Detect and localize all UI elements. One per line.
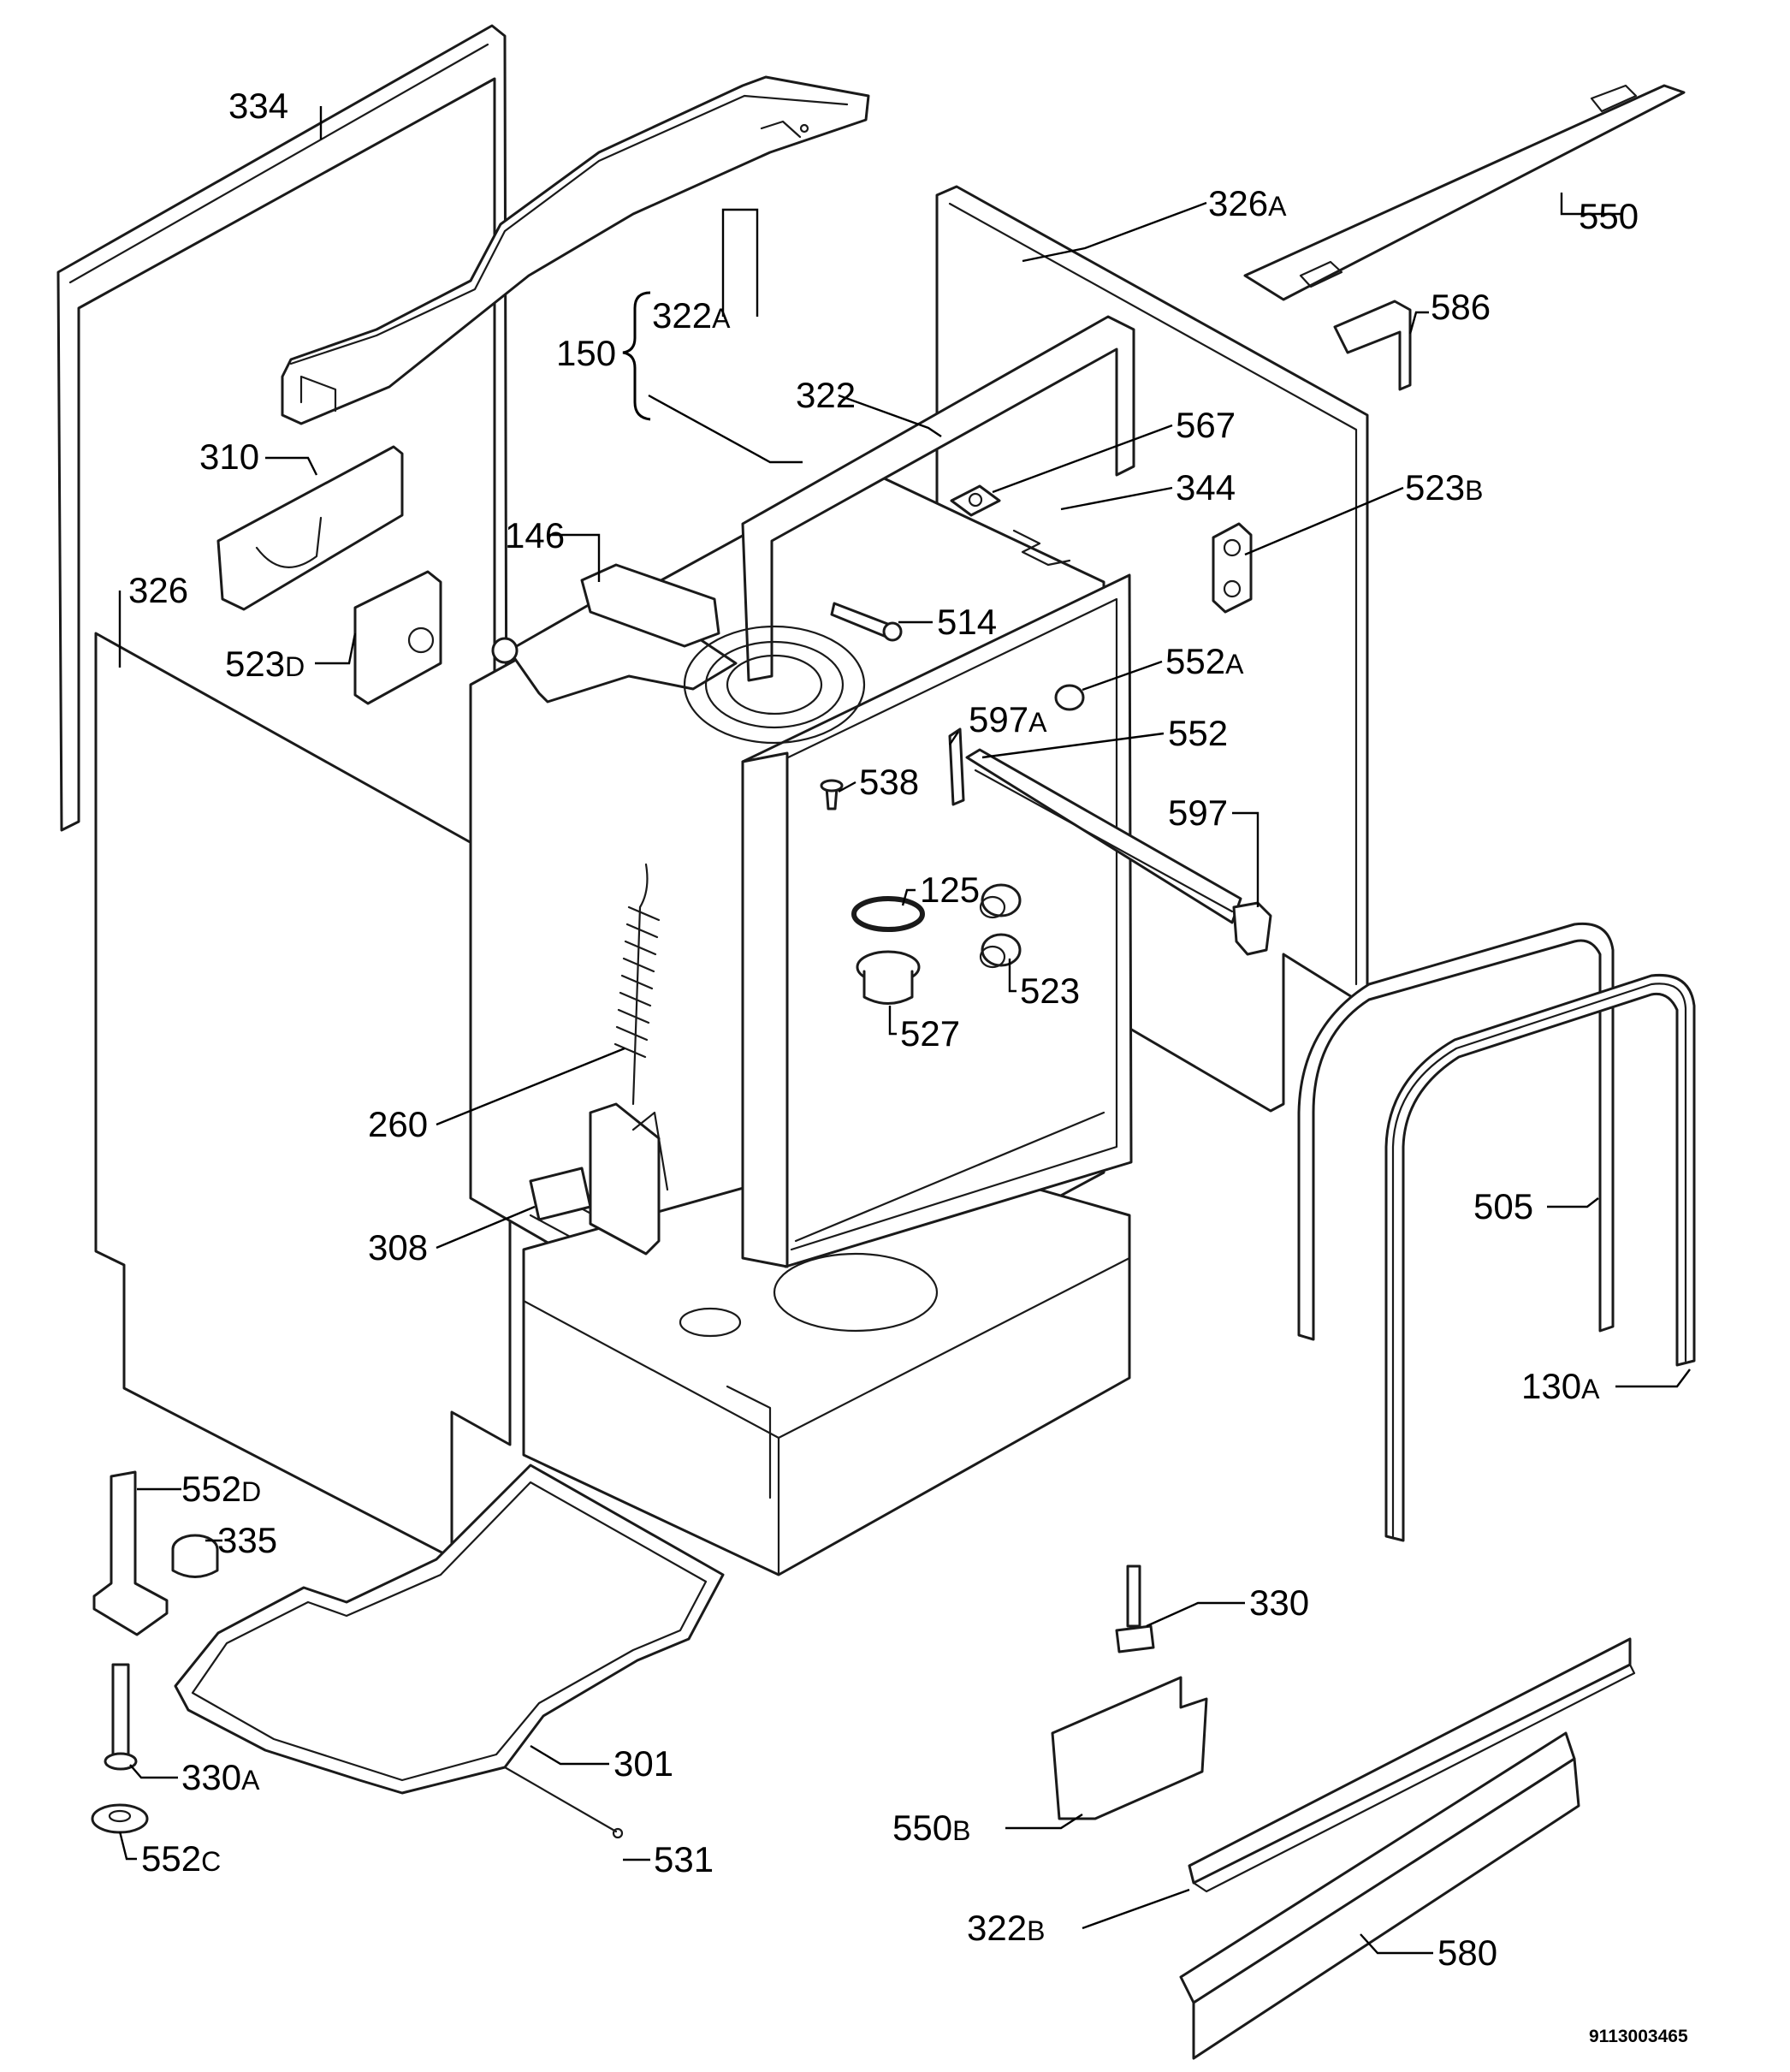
label-150: 150 xyxy=(556,333,616,373)
label-550b: 550B xyxy=(892,1808,970,1848)
part-146-coil xyxy=(491,563,866,745)
part-505-gasket xyxy=(1297,922,1615,1341)
part-538-screw xyxy=(820,779,844,810)
part-567-clip xyxy=(950,484,1001,517)
part-330a-screw xyxy=(104,1663,138,1771)
part-514-screw xyxy=(830,602,903,642)
part-550b-bracket xyxy=(1051,1676,1208,1820)
label-552a: 552A xyxy=(1165,641,1244,681)
part-335-gear xyxy=(171,1534,219,1578)
part-labels: 334 322A 150 310 326 523D 146 322 326A 5… xyxy=(128,86,1639,1973)
part-586-bracket xyxy=(1333,300,1412,391)
label-531: 531 xyxy=(654,1839,714,1879)
label-552: 552 xyxy=(1168,713,1228,753)
leader-lines xyxy=(118,106,1691,1955)
part-334-side-frame xyxy=(56,24,508,832)
part-260-spring xyxy=(613,863,661,1106)
label-322: 322 xyxy=(796,375,856,415)
label-552d: 552D xyxy=(181,1469,261,1509)
part-301-tray xyxy=(174,1463,725,1795)
label-523d: 523D xyxy=(225,644,305,684)
label-523: 523 xyxy=(1020,971,1080,1011)
part-344-spring-clip xyxy=(1012,529,1071,567)
label-335: 335 xyxy=(217,1520,277,1560)
part-322a-top-rail xyxy=(281,75,870,425)
label-125: 125 xyxy=(920,870,980,910)
part-308-hinge xyxy=(529,1102,669,1256)
part-326-left-panel xyxy=(94,632,512,1559)
part-125-o-ring xyxy=(851,896,925,932)
label-550: 550 xyxy=(1579,196,1639,236)
part-550-top-bar xyxy=(1243,84,1686,301)
label-580: 580 xyxy=(1437,1932,1497,1973)
drawing-number: 9113003465 xyxy=(1589,2027,1688,2046)
part-597a-pin xyxy=(948,727,965,806)
label-130a: 130A xyxy=(1521,1366,1600,1406)
label-260: 260 xyxy=(368,1104,428,1144)
part-322-u-frame xyxy=(741,315,1135,682)
label-597: 597 xyxy=(1168,793,1228,833)
label-597a: 597A xyxy=(969,699,1047,739)
label-322a: 322A xyxy=(652,295,731,335)
part-552-rail xyxy=(965,748,1242,924)
part-310-cover xyxy=(216,445,404,611)
part-527-nut xyxy=(856,950,921,1005)
label-330: 330 xyxy=(1249,1582,1309,1623)
part-552d-foot xyxy=(92,1470,169,1636)
label-326: 326 xyxy=(128,570,188,610)
part-523b-seal xyxy=(1212,522,1253,614)
part-523-nozzles xyxy=(979,883,1022,969)
label-514: 514 xyxy=(937,602,997,642)
label-344: 344 xyxy=(1176,467,1236,508)
part-322b-rail xyxy=(1188,1637,1636,1893)
part-130a-gasket xyxy=(1384,973,1696,1542)
label-334: 334 xyxy=(228,86,288,126)
label-301: 301 xyxy=(613,1743,673,1784)
part-front-tub-frame xyxy=(741,573,1133,1268)
part-597-clip xyxy=(1232,901,1272,956)
label-567: 567 xyxy=(1176,405,1236,445)
label-538: 538 xyxy=(859,762,919,802)
label-308: 308 xyxy=(368,1227,428,1268)
part-523d-plate xyxy=(353,570,442,705)
label-505: 505 xyxy=(1473,1186,1533,1226)
part-552a-knob xyxy=(1054,684,1085,711)
label-326a: 326A xyxy=(1208,183,1287,223)
brace-150 xyxy=(622,291,651,421)
part-580-kick-panel xyxy=(1179,1731,1580,2060)
label-523b: 523B xyxy=(1405,467,1483,508)
label-322b: 322B xyxy=(967,1908,1045,1948)
label-146: 146 xyxy=(505,515,565,555)
part-531-rod xyxy=(503,1766,624,1839)
label-586: 586 xyxy=(1431,287,1491,327)
label-527: 527 xyxy=(900,1013,960,1054)
label-330a: 330A xyxy=(181,1757,260,1797)
part-552c-pad xyxy=(91,1803,149,1834)
part-330-foot xyxy=(1115,1564,1155,1653)
label-552c: 552C xyxy=(141,1838,221,1879)
label-310: 310 xyxy=(199,436,259,477)
